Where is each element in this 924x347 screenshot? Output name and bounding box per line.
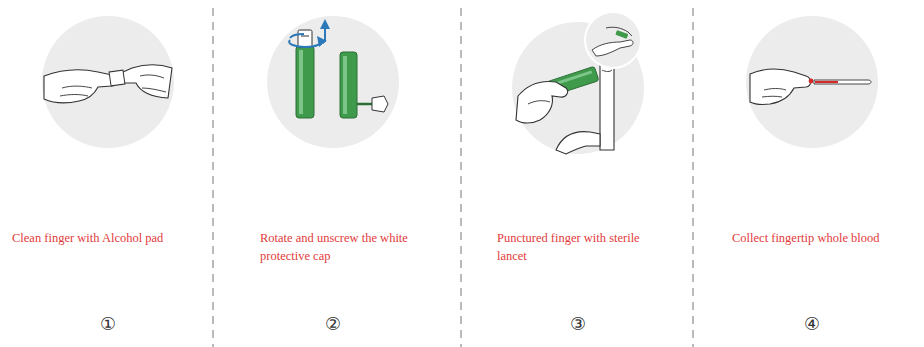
dashed-separator [461,8,462,347]
finger-lines [762,89,786,98]
dashed-separator [693,8,694,347]
separators [213,8,693,347]
finger-lines [140,75,166,92]
up-arrow [324,24,326,42]
hand [750,69,811,104]
rotate-arrow [290,34,304,38]
step-caption: Clean finger with Alcohol pad [12,229,207,247]
lancet-body [340,52,357,118]
inset-hand [592,40,633,56]
background-circle [512,22,644,154]
finger-lines [60,86,92,96]
rotate-arrow [289,40,321,47]
step4-illustration [746,16,878,148]
protective-cap [298,30,312,47]
holding-hand [516,82,568,123]
step-number: ① [83,313,133,335]
background-circle [42,16,174,148]
background-circle [746,16,878,148]
removed-cap [372,96,388,112]
inset-circle [585,12,641,68]
supporting-thumb [556,132,600,154]
lancet-highlight [299,50,303,114]
step-number: ④ [787,313,837,335]
background-circle [267,16,399,148]
step-caption: Collect fingertip whole blood [732,229,917,247]
step2-illustration [267,16,399,148]
lancet-highlight [343,56,347,114]
step-caption: Punctured finger with sterile lancet [497,229,665,265]
nail-line [602,70,612,72]
alcohol-pad [109,70,125,86]
right-hand [119,65,172,98]
inset-lancet [615,30,628,39]
lancet-stem [357,103,372,106]
finger-lines [528,101,550,104]
lancet-body [296,46,314,118]
left-hand [44,70,117,103]
dashed-separator [213,8,214,347]
step1-illustration [42,16,174,148]
step-number: ② [308,313,358,335]
collection-tube [814,80,871,84]
step-caption: Rotate and unscrew the white protective … [260,229,432,265]
cap-detail [301,36,309,37]
step-number: ③ [553,313,603,335]
blood-drop [809,79,814,84]
collected-blood [815,81,838,83]
step3-illustration [512,12,644,154]
